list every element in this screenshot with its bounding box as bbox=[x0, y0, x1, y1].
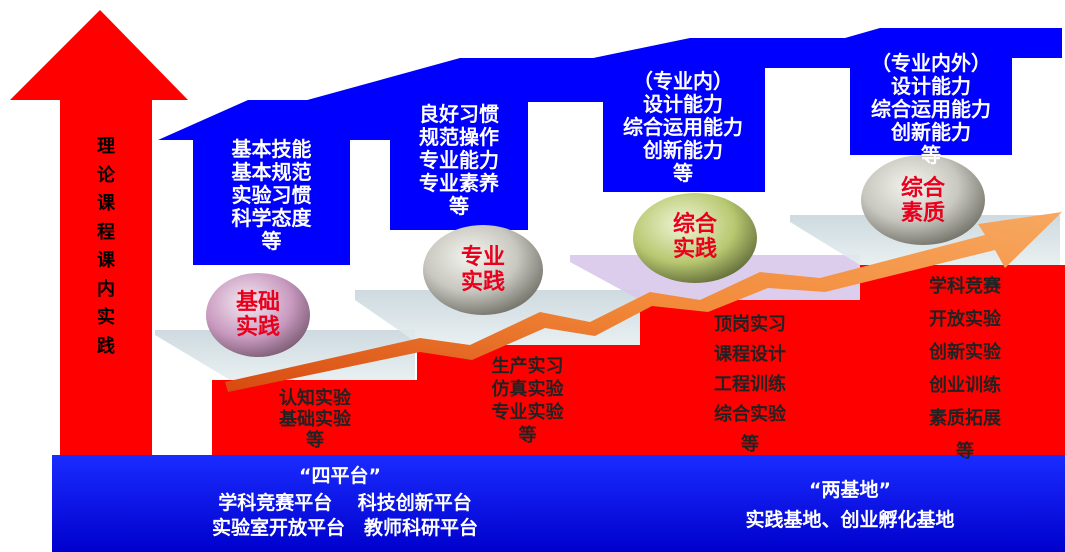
step-4-ball-label: 综合 素质 bbox=[900, 176, 945, 227]
step-4-stair-text: 学科竞赛 开放实验 创新实验 创业训练 素质拓展 等 bbox=[929, 276, 1001, 462]
step-4-arrow-text: （专业内外） 设计能力 综合运用能力 创新能力 等 bbox=[871, 51, 991, 167]
step-3-ball-label: 综合 实践 bbox=[672, 212, 717, 263]
step-3-arrow-text: （专业内） 设计能力 综合运用能力 创新能力 等 bbox=[623, 69, 743, 185]
step-1-ball-label: 基础 实践 bbox=[235, 290, 280, 341]
step-4-ball bbox=[861, 155, 985, 245]
two-bases-line1: 实践基地、创业孵化基地 bbox=[745, 509, 955, 531]
theory-course-label-char: 论 bbox=[97, 164, 115, 186]
four-platforms-title: “四平台” bbox=[299, 465, 381, 487]
step-2-blue-arrow bbox=[300, 58, 640, 230]
growth-arrow bbox=[225, 212, 1062, 392]
step-2-ball-label: 专业 实践 bbox=[460, 245, 505, 296]
step-1-blue-arrow bbox=[158, 100, 420, 265]
theory-course-label-char: 课 bbox=[97, 193, 115, 214]
theory-course-label-char: 内 bbox=[97, 278, 115, 300]
step-1-block bbox=[212, 380, 417, 455]
theory-course-label-char: 实 bbox=[97, 307, 115, 328]
theory-course-label: 理论课程课内实践 bbox=[93, 133, 119, 361]
step-3-stair-text: 顶岗实习 课程设计 工程训练 综合实验 等 bbox=[714, 314, 786, 455]
step-4-blue-arrow bbox=[775, 28, 1062, 155]
theory-course-label-char: 践 bbox=[97, 335, 115, 357]
step-2-ball bbox=[423, 225, 543, 315]
theory-course-label-char: 理 bbox=[97, 136, 115, 157]
step-1-stair-text: 认知实验 基础实验 等 bbox=[279, 388, 351, 451]
step-1-arrow-text: 基本技能 基本规范 实验习惯 科学态度 等 bbox=[231, 137, 312, 253]
step-1-ball bbox=[206, 273, 310, 357]
two-bases-title: “两基地” bbox=[809, 479, 891, 501]
theory-course-label-char: 课 bbox=[97, 250, 115, 271]
step-4-block bbox=[860, 265, 1065, 455]
theory-course-arrow bbox=[10, 10, 188, 455]
four-platforms-line2: 实验室开放平台 教师科研平台 bbox=[211, 517, 478, 539]
step-2-block bbox=[417, 345, 640, 455]
step-2-stair-text: 生产实习 仿真实验 专业实验 等 bbox=[491, 356, 564, 446]
step-3-block bbox=[640, 300, 860, 455]
step-3-blue-arrow bbox=[545, 38, 860, 192]
step-2-arrow-text: 良好习惯 规范操作 专业能力 专业素养 等 bbox=[419, 102, 499, 218]
four-platforms-line1: 学科竞赛平台 科技创新平台 bbox=[218, 492, 472, 514]
step-3-ball bbox=[633, 193, 757, 283]
theory-course-label-char: 程 bbox=[97, 221, 115, 243]
platform-base bbox=[52, 455, 1065, 552]
